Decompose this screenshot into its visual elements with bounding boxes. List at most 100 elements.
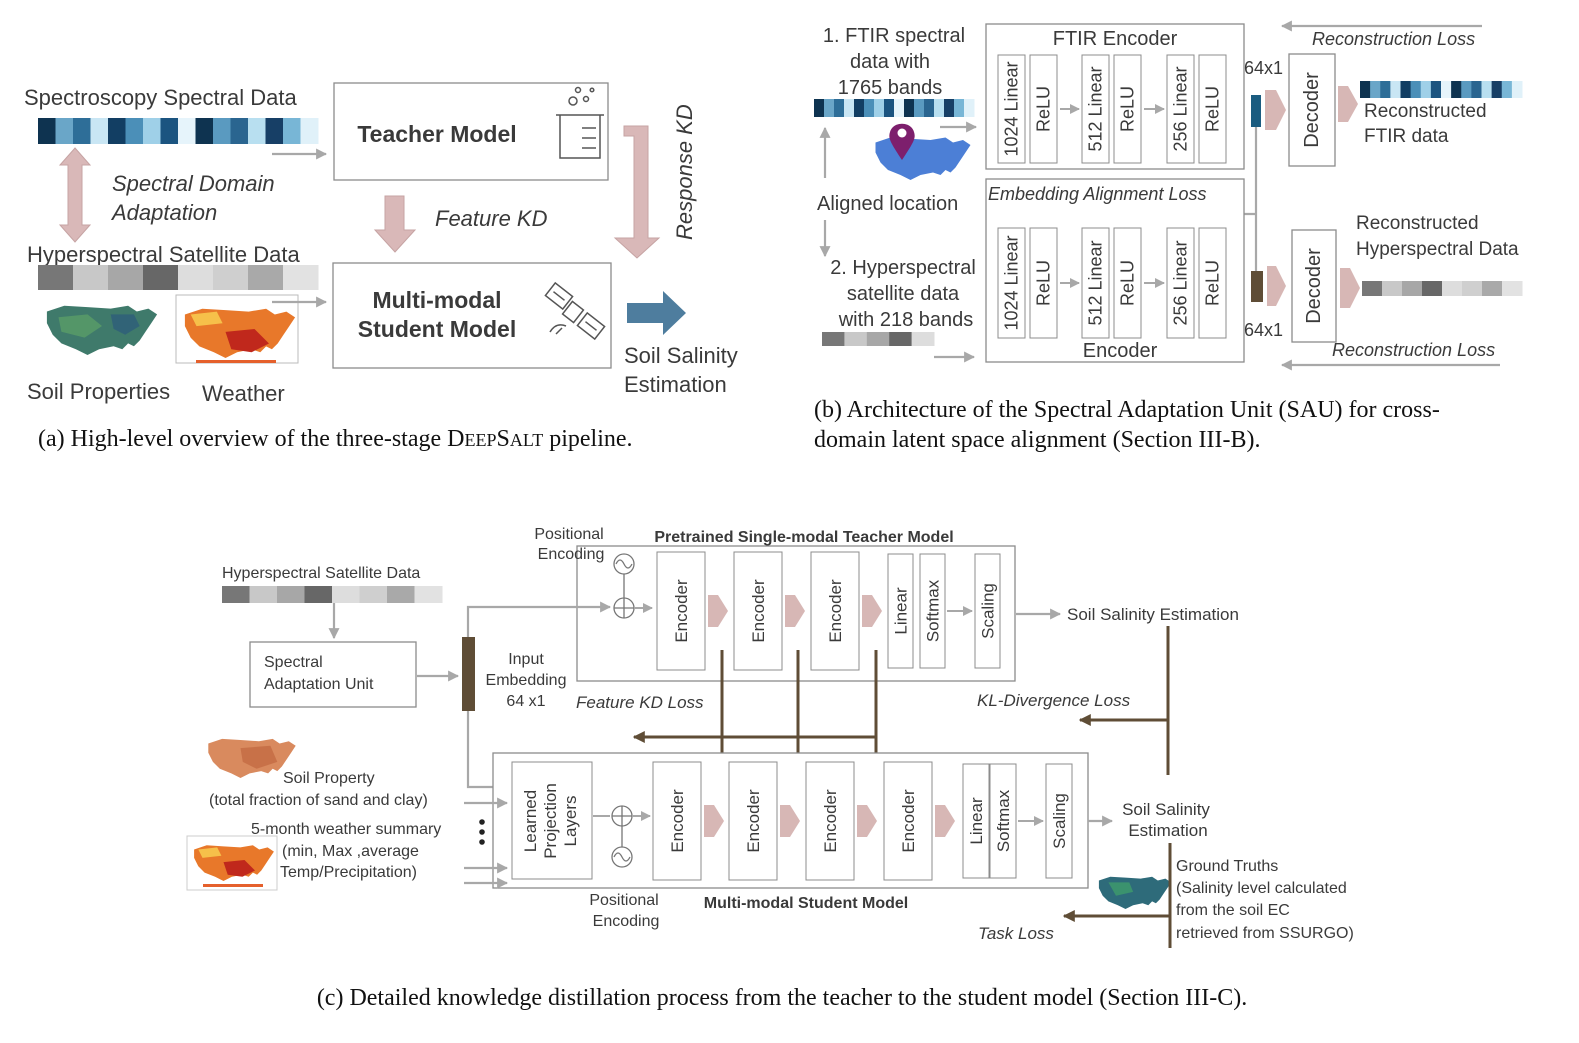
strip-band — [964, 99, 975, 117]
weather-map-image-c — [186, 835, 278, 891]
location-pin-icon — [889, 123, 915, 160]
strip-band — [359, 586, 388, 603]
sau-layer-label: ReLU — [1034, 260, 1054, 306]
strip-band — [914, 99, 925, 117]
input-embedding-label-2: Embedding — [486, 672, 567, 689]
strip-band — [874, 99, 885, 117]
strip-band — [824, 99, 835, 117]
head-block-label: Softmax — [924, 579, 943, 642]
weather-summary-label-1: 5-month weather summary — [251, 821, 441, 838]
strip-band — [300, 118, 319, 144]
student-output-label-2: Estimation — [1128, 821, 1207, 840]
strip-band — [1471, 81, 1482, 98]
student-model-label-1: Multi-modal — [372, 287, 501, 313]
strip-band — [1420, 81, 1432, 98]
strip-band — [108, 265, 144, 290]
strip-band — [73, 265, 109, 290]
strip-band — [265, 118, 284, 144]
block-arrow — [704, 805, 724, 837]
domain-adaptation-arrow — [58, 147, 92, 243]
strip-band — [38, 265, 74, 290]
head-block-label: Softmax — [994, 789, 1013, 852]
strip-band — [143, 265, 179, 290]
encoder-block — [656, 551, 706, 671]
recon-ftir-label-1: Reconstructed — [1364, 101, 1487, 122]
weather-map-image — [175, 294, 299, 364]
strip-band — [844, 99, 855, 117]
sau-layer-label: 1024 Linear — [1002, 61, 1022, 156]
spectroscopy-strip — [38, 118, 319, 144]
sau-layer-box — [1166, 227, 1195, 339]
encoder-block — [810, 551, 860, 671]
strip-band — [844, 332, 868, 346]
panel-a: Spectroscopy Spectral Data Spectral Doma… — [24, 82, 738, 452]
sau-layer-label: 512 Linear — [1086, 240, 1106, 325]
strip-band — [864, 99, 875, 117]
strip-band — [1430, 81, 1442, 98]
strip-band — [954, 99, 965, 117]
strip-band — [38, 118, 56, 144]
sau-layer-label: 512 Linear — [1086, 66, 1106, 151]
panel-b: 1. FTIR spectral data with 1765 bands Al… — [814, 20, 1523, 453]
strip-band — [230, 118, 249, 144]
task-loss-label: Task Loss — [978, 924, 1054, 943]
strip-band — [1451, 81, 1462, 98]
ground-truth-label-2: (Salinity level calculated — [1176, 880, 1347, 897]
soil-property-map-image — [208, 738, 296, 778]
strip-band — [332, 586, 360, 603]
strip-band — [125, 118, 144, 144]
teacher-title-c: Pretrained Single-modal Teacher Model — [654, 529, 953, 546]
strip-band — [160, 118, 179, 144]
block-arrow — [785, 595, 805, 627]
top-decoder-box — [1288, 53, 1336, 167]
output-label-1: Soil Salinity — [624, 343, 738, 368]
strip-band — [1402, 281, 1423, 296]
satellite-icon — [544, 281, 606, 341]
strip-band — [143, 118, 161, 144]
strip-band — [884, 99, 895, 117]
pos-enc-bottom-1: Positional — [589, 892, 658, 909]
caption-c: (c) Detailed knowledge distillation proc… — [317, 985, 1247, 1011]
bottom-decoder-label: Decoder — [1303, 248, 1325, 324]
bottom-output-arrow — [1340, 268, 1360, 308]
head-block-label: Linear — [892, 587, 911, 635]
strip-band — [1400, 81, 1412, 98]
strip-band — [1410, 81, 1422, 98]
soil-property-label-2: (total fraction of sand and clay) — [209, 792, 428, 809]
encoder-block — [883, 761, 933, 881]
sau-layer-label: 1024 Linear — [1002, 235, 1022, 330]
encoder-block — [652, 761, 702, 881]
strip-band — [1442, 281, 1463, 296]
strip-band — [1370, 81, 1381, 98]
response-kd-arrow — [613, 125, 661, 259]
ftir-embedding-vector — [1251, 95, 1261, 127]
strip-band — [222, 586, 250, 603]
sau-layer-label: ReLU — [1118, 260, 1138, 306]
strip-band — [1422, 281, 1443, 296]
strip-band — [304, 586, 333, 603]
strip-band — [934, 99, 945, 117]
strip-band — [944, 99, 955, 117]
block-arrow — [708, 595, 728, 627]
recon-ftir-label-2: FTIR data — [1364, 126, 1449, 147]
sau-layer-label: 256 Linear — [1171, 66, 1191, 151]
soil-property-label-1: Soil Property — [283, 770, 375, 787]
strip-band — [1481, 81, 1493, 98]
input-embedding-vector — [462, 637, 475, 711]
sau-layer-label: ReLU — [1034, 86, 1054, 132]
block-arrow — [935, 805, 955, 837]
teacher-model-box: Teacher Model — [333, 82, 609, 181]
learned-projection-box — [511, 761, 593, 880]
sau-layer-box — [1113, 227, 1142, 339]
output-label-2: Estimation — [624, 372, 727, 397]
head-block — [989, 763, 1017, 879]
sau-layer-box — [1029, 54, 1058, 164]
sau-layer-label: ReLU — [1203, 260, 1223, 306]
pos-enc-top-icon — [613, 553, 635, 619]
caption-b-line-2: domain latent space alignment (Section I… — [814, 427, 1261, 453]
strip-band — [1491, 81, 1503, 98]
strip-band — [889, 332, 913, 346]
recon-hyper-label-1: Reconstructed — [1356, 213, 1479, 234]
